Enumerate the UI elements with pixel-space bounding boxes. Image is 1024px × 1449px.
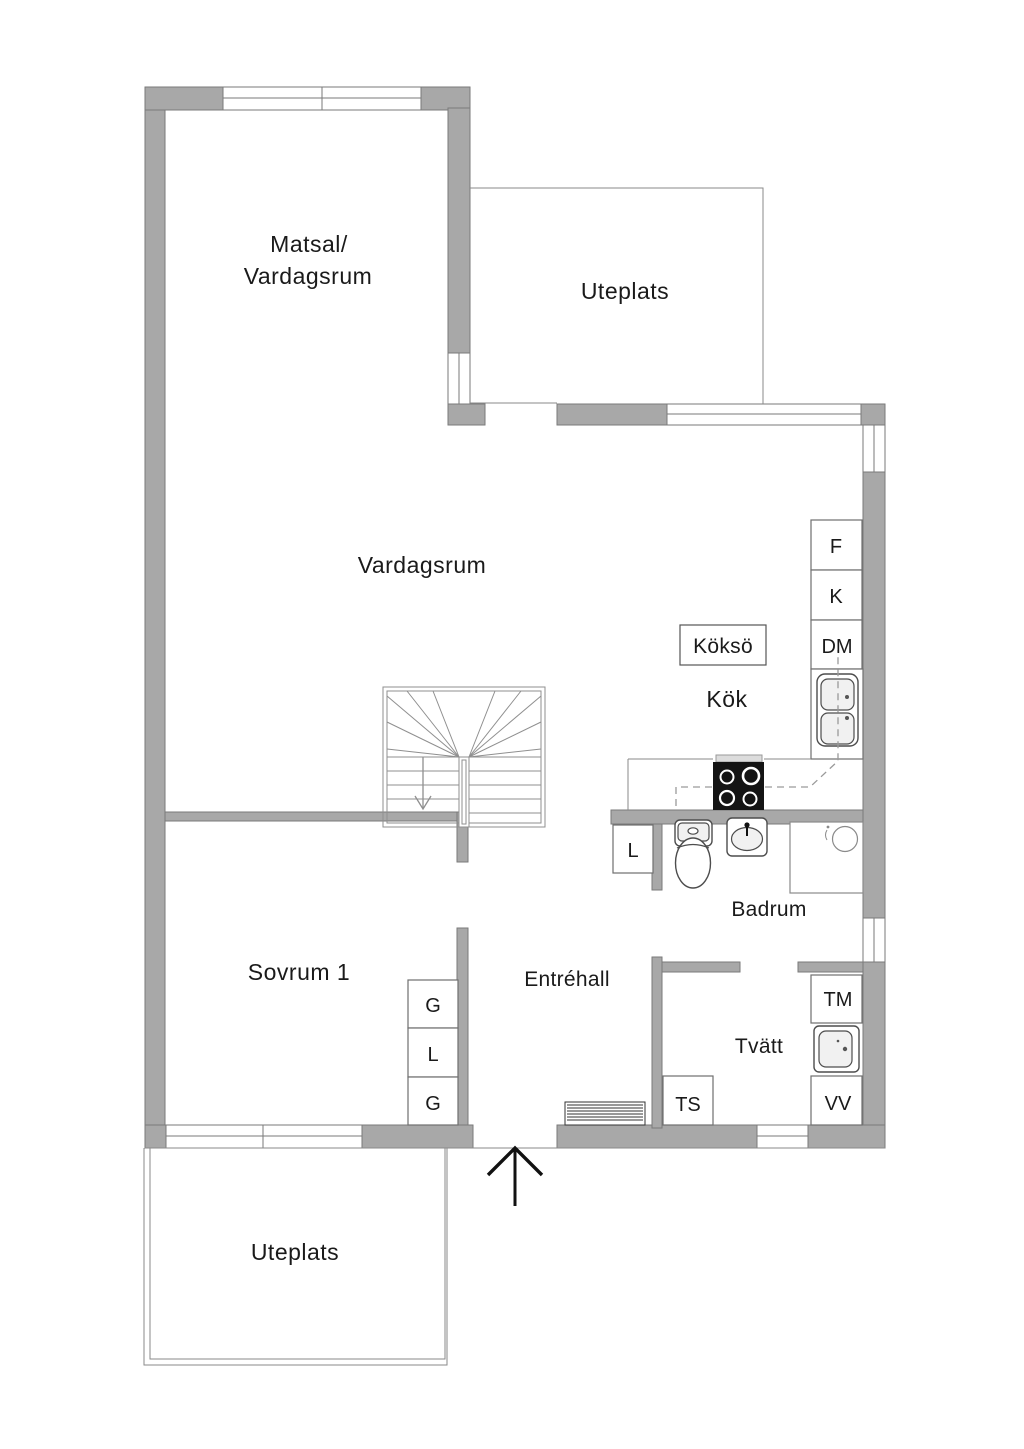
label-kok: Kök	[706, 686, 747, 712]
wall-left	[144, 86, 166, 1149]
stair-divider-inner	[461, 759, 467, 825]
label-dishwasher: DM	[821, 636, 852, 658]
stair-winder-fan-right	[468, 690, 542, 758]
wall-sovrum	[164, 811, 459, 822]
unit-labels: F K DM L G L G TM TS VV	[425, 536, 852, 1116]
shower-icon	[789, 821, 864, 894]
walls	[144, 86, 886, 1149]
label-entrehall: Entréhall	[524, 968, 610, 991]
wall-upper-right-vertical	[447, 107, 471, 355]
kitchen-island-box	[679, 624, 767, 666]
window-bottom-tvatt	[756, 1124, 809, 1149]
wall-bottom-mid	[361, 1124, 474, 1149]
staircase	[382, 686, 546, 828]
entrance-arrow-icon	[486, 1145, 544, 1206]
label-freezer: K	[829, 586, 843, 608]
washing-machine-box	[810, 974, 863, 1024]
wall-mid-top	[556, 403, 668, 426]
uteplats-top-outline	[470, 187, 764, 404]
label-water-heater: VV	[825, 1093, 852, 1115]
fridge-cabinet	[810, 519, 863, 571]
stair-winder-fan-left	[386, 690, 460, 758]
bath-closet-box	[612, 824, 654, 874]
label-drying-cabinet: TS	[675, 1094, 701, 1116]
laundry-sink-icon	[813, 1025, 860, 1073]
wall-top-a	[144, 86, 224, 111]
kitchen-counter-edge	[627, 758, 811, 810]
label-wardrobe-bottom: G	[425, 1093, 441, 1115]
doormat-icon	[564, 1101, 646, 1126]
wall-entre-tvatt	[651, 956, 663, 1129]
wall-tvatt-arm	[661, 961, 741, 973]
wardrobes	[407, 979, 459, 1126]
label-tvatt: Tvätt	[735, 1035, 783, 1058]
window-upper-right	[447, 352, 471, 405]
wall-corner-top-right	[860, 403, 886, 426]
label-fridge: F	[830, 536, 842, 558]
windows	[165, 86, 886, 1149]
counter-dashed-line	[675, 650, 839, 806]
bathroom	[612, 817, 864, 894]
window-top	[222, 86, 422, 111]
label-wardrobe-top: G	[425, 995, 441, 1017]
stair-divider	[458, 756, 470, 828]
label-uteplats-bottom: Uteplats	[251, 1239, 339, 1265]
wall-tvatt-stub-right	[797, 961, 864, 973]
wall-top-b	[420, 86, 471, 111]
window-uteplats-top	[666, 403, 862, 426]
wardrobe-box-mid	[407, 1027, 459, 1078]
label-matsal-line2: Vardagsrum	[244, 263, 373, 289]
label-bath-closet: L	[627, 840, 638, 862]
freezer-cabinet	[810, 569, 863, 621]
room-labels: Matsal/ Vardagsrum Uteplats Vardagsrum K…	[244, 231, 807, 1265]
water-heater-box	[810, 1075, 863, 1126]
drying-cabinet-box	[662, 1075, 714, 1126]
kitchen	[627, 519, 864, 810]
label-badrum: Badrum	[731, 898, 806, 921]
wall-block-door-left	[447, 403, 486, 426]
stove-icon	[713, 754, 764, 810]
window-right-badrum	[862, 917, 886, 963]
wall-right-upper	[862, 471, 886, 919]
laundry	[662, 974, 863, 1126]
label-washer: TM	[824, 989, 853, 1011]
washbasin-icon	[726, 817, 768, 857]
stair-walk-line-arrow	[414, 757, 432, 811]
label-uteplats-top: Uteplats	[581, 278, 669, 304]
window-bottom-sovrum	[165, 1124, 363, 1149]
wall-bottom-right-b	[807, 1124, 886, 1149]
wall-bottom-corner-left	[144, 1124, 167, 1149]
label-wardrobe-mid: L	[427, 1044, 438, 1066]
label-koksö: Köksö	[693, 635, 753, 658]
label-vardagsrum: Vardagsrum	[358, 552, 487, 578]
label-sovrum: Sovrum 1	[248, 959, 350, 985]
toilet-icon	[674, 819, 713, 889]
wall-wardrobe	[456, 927, 469, 1126]
wardrobe-box-bottom	[407, 1076, 459, 1126]
label-matsal-line1: Matsal/	[270, 231, 348, 257]
window-right-kitchen	[862, 424, 886, 473]
wall-right-lower	[862, 961, 886, 1149]
